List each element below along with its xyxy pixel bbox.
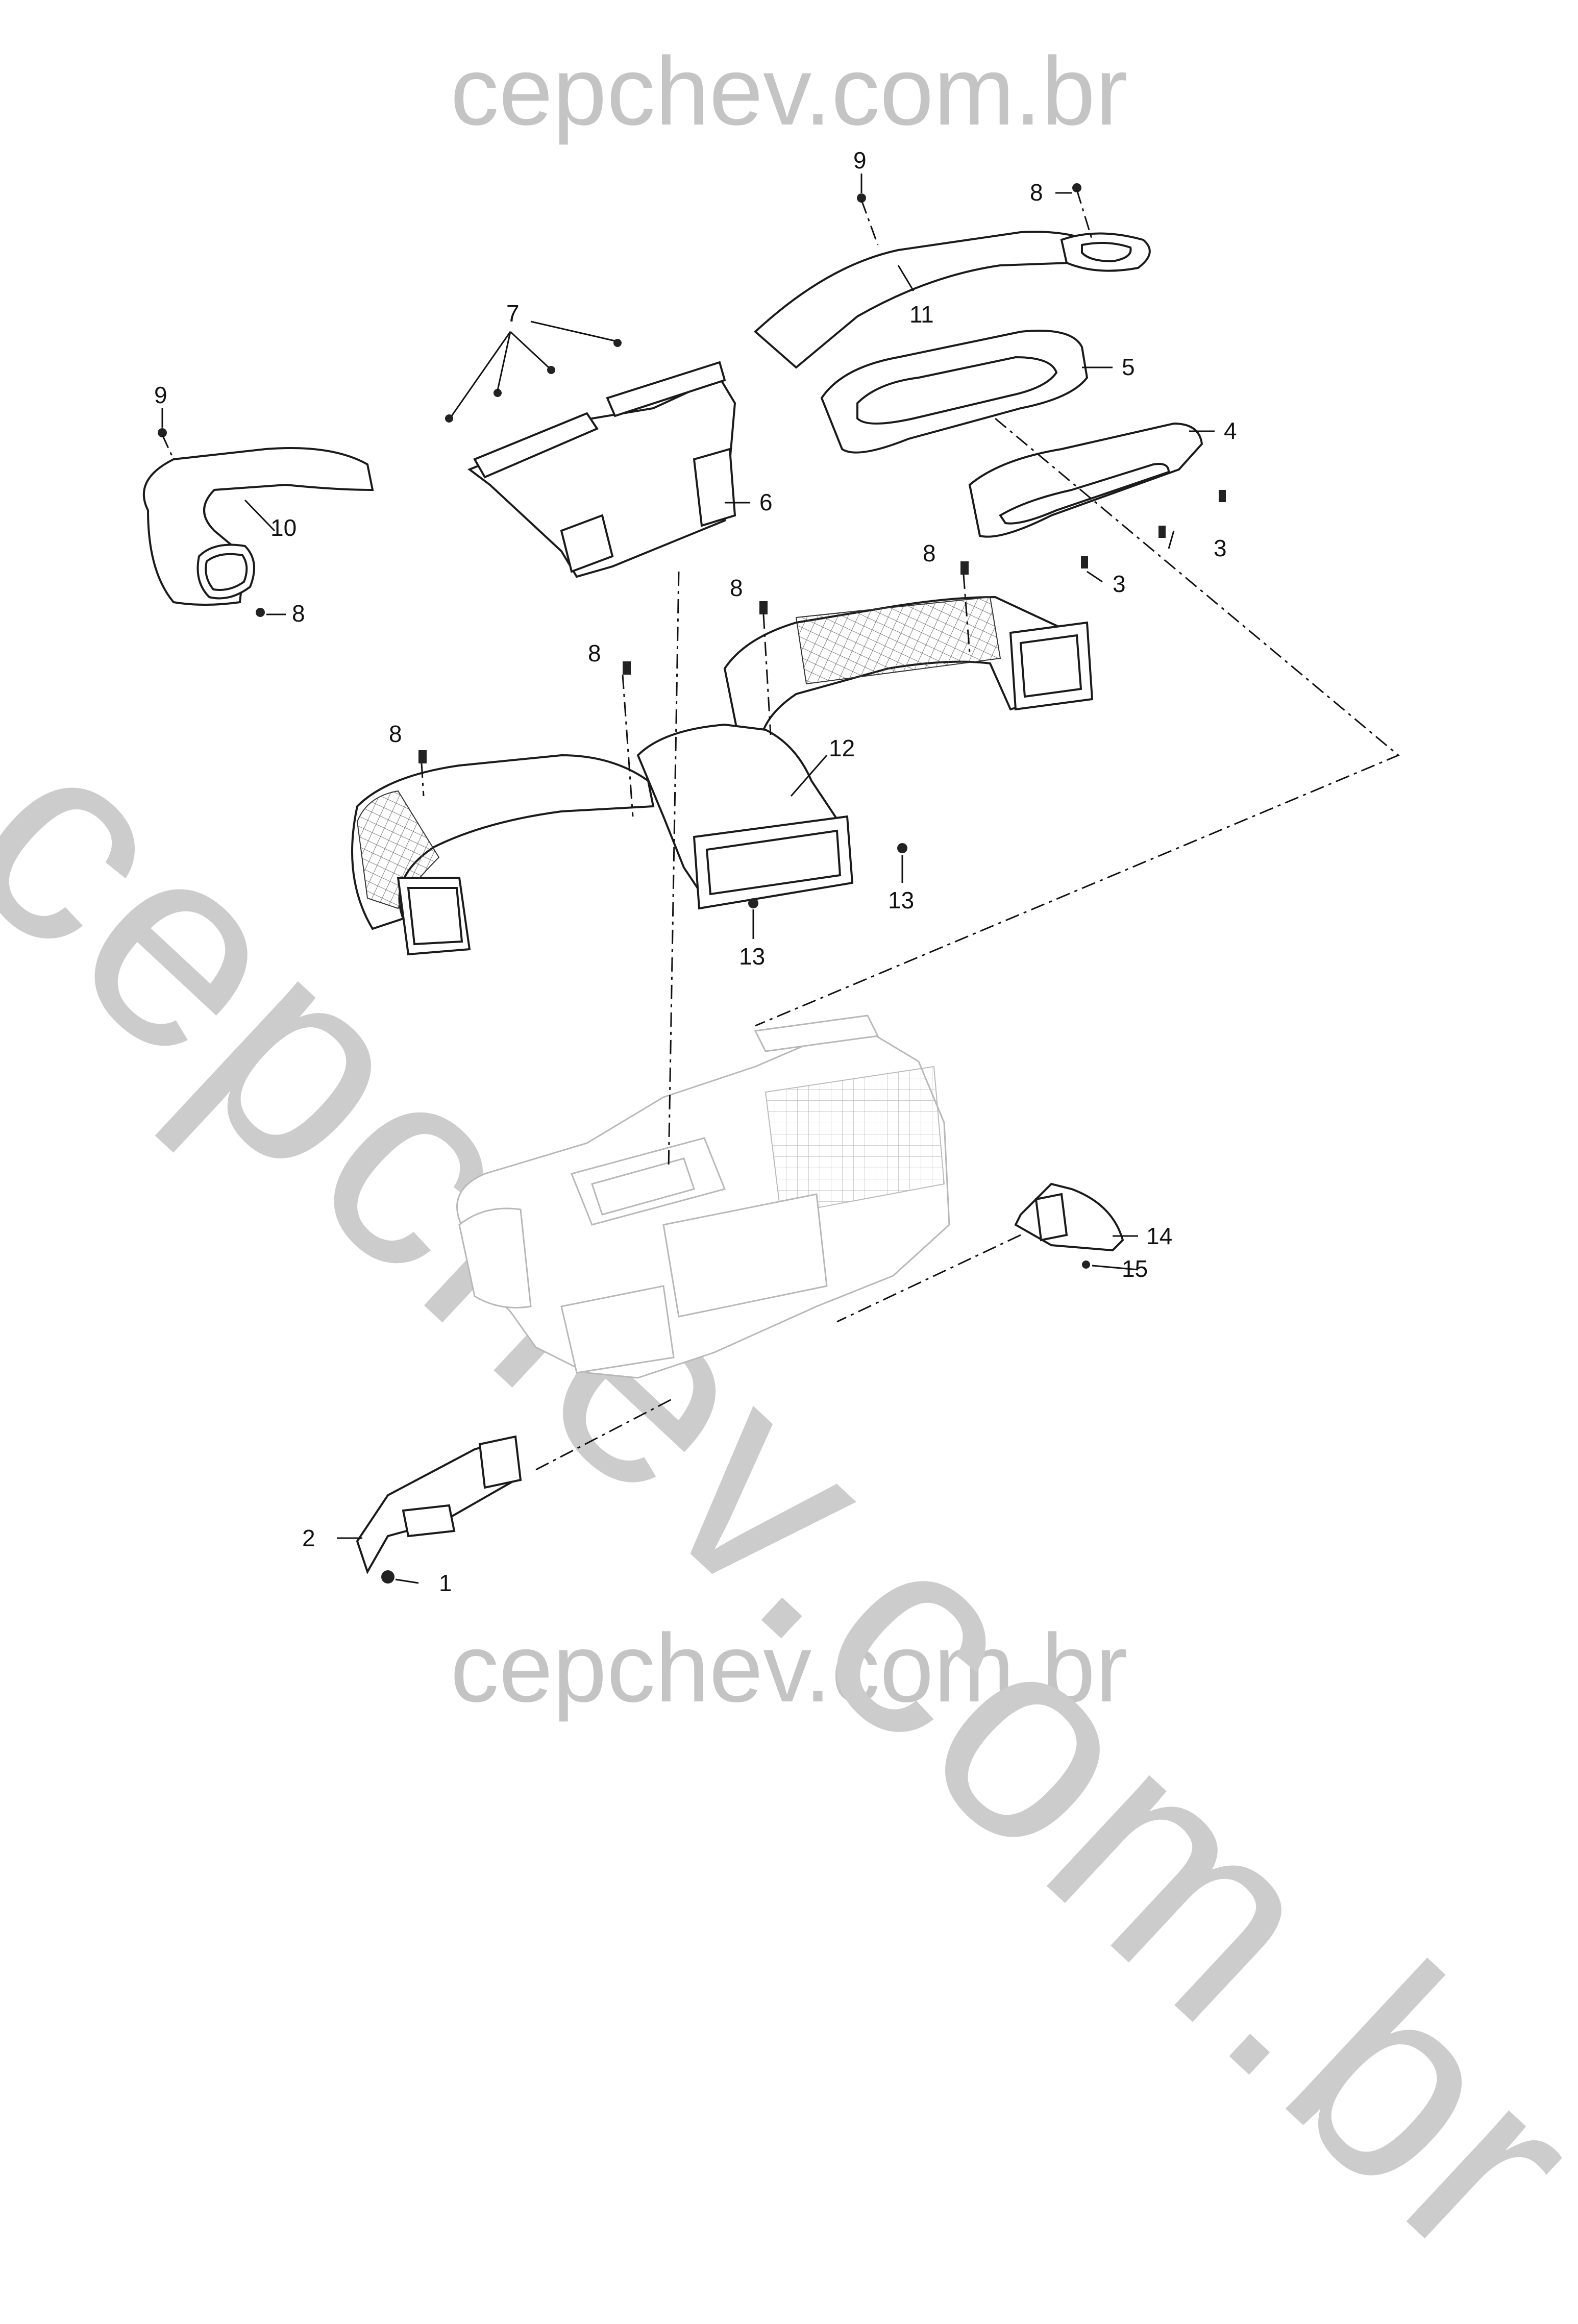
leader-lines bbox=[161, 174, 1400, 1584]
callout-13-left: 13 bbox=[739, 943, 765, 970]
callout-3-upper: 3 bbox=[1214, 535, 1227, 561]
callout-10: 10 bbox=[270, 514, 297, 541]
callout-14: 14 bbox=[1146, 1223, 1172, 1249]
callout-13-right: 13 bbox=[888, 887, 914, 913]
callout-2: 2 bbox=[302, 1525, 315, 1551]
callout-8-top: 8 bbox=[1030, 179, 1043, 206]
callout-8-center: 8 bbox=[730, 575, 743, 601]
hvac-module bbox=[456, 1015, 950, 1379]
callout-3-lower: 3 bbox=[1113, 571, 1126, 597]
callout-9-left: 9 bbox=[154, 382, 167, 408]
part-11-duct bbox=[754, 231, 1151, 369]
callout-7: 7 bbox=[506, 300, 520, 327]
callout-labels: 9 8 11 5 4 7 9 10 6 8 3 3 8 8 8 8 12 13 … bbox=[154, 147, 1237, 1596]
callout-1: 1 bbox=[439, 1570, 452, 1596]
callout-12: 12 bbox=[829, 735, 855, 761]
part-2-duct bbox=[356, 1435, 522, 1574]
callout-5: 5 bbox=[1122, 354, 1135, 380]
part-10-duct bbox=[142, 447, 374, 606]
callout-9-top: 9 bbox=[853, 147, 867, 174]
callout-8-left: 8 bbox=[292, 600, 305, 627]
watermark-top: cepchev.com.br bbox=[450, 37, 1128, 145]
callout-6: 6 bbox=[759, 489, 773, 515]
callout-8-right: 8 bbox=[923, 540, 936, 566]
part-6-center-duct bbox=[467, 361, 736, 578]
callout-4: 4 bbox=[1224, 417, 1237, 444]
part-5-bezel bbox=[820, 330, 1089, 454]
fasteners bbox=[158, 183, 1226, 1584]
part-12-main-duct bbox=[351, 596, 1094, 956]
callout-11: 11 bbox=[909, 301, 934, 328]
watermark-bottom: cepchev.com.br bbox=[450, 1614, 1128, 1722]
part-4-outlet-panel bbox=[968, 422, 1203, 538]
exploded-parts-diagram: 9 8 11 5 4 7 9 10 6 8 3 3 8 8 8 8 12 13 … bbox=[142, 147, 1400, 1596]
callout-15: 15 bbox=[1122, 1255, 1148, 1282]
callout-8-lower-left: 8 bbox=[389, 721, 402, 747]
part-14-duct bbox=[1014, 1182, 1124, 1252]
callout-8-mid: 8 bbox=[588, 640, 601, 666]
